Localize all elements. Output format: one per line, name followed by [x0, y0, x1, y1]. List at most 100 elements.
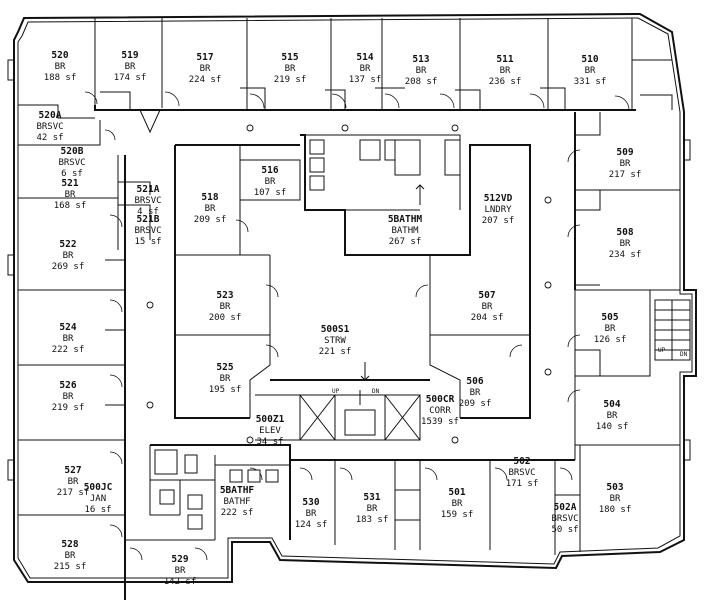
room-501-area: 159 sf	[441, 510, 474, 520]
room-503-area: 180 sf	[599, 505, 632, 515]
room-509-area: 217 sf	[609, 170, 642, 180]
room-518-type: BR	[205, 204, 216, 214]
room-527-area: 217 sf	[57, 488, 90, 498]
room-500s1-area: 221 sf	[319, 347, 352, 357]
room-507-type: BR	[482, 302, 493, 312]
room-525-type: BR	[220, 374, 231, 384]
room-500z1-area: 34 sf	[256, 437, 283, 447]
room-505-num: 505	[601, 312, 618, 323]
room-513-type: BR	[416, 66, 427, 76]
room-514-num: 514	[356, 52, 373, 63]
room-521-area: 168 sf	[54, 201, 87, 211]
room-502-num: 502	[513, 456, 530, 467]
room-512vd-type: LNDRY	[484, 205, 512, 215]
room-510-num: 510	[581, 54, 598, 65]
exterior-walls	[7, 12, 697, 583]
room-526-area: 219 sf	[52, 403, 85, 413]
room-513-area: 208 sf	[405, 77, 438, 87]
room-529-num: 529	[171, 554, 188, 565]
room-503-type: BR	[610, 494, 621, 504]
room-520a-area: 42 sf	[36, 133, 63, 143]
center-stair-dn-label: DN	[372, 388, 380, 395]
room-522-type: BR	[63, 251, 74, 261]
east-stair-dn-label: DN	[680, 351, 688, 358]
bathroom-fixtures	[154, 139, 461, 530]
room-521a-area: 4 sf	[137, 207, 159, 217]
room-527-num: 527	[64, 465, 81, 476]
room-507-area: 204 sf	[471, 313, 504, 323]
room-523-type: BR	[220, 302, 231, 312]
room-520b-type: BRSVC	[58, 158, 85, 168]
columns	[146, 124, 552, 444]
room-518-area: 209 sf	[194, 215, 227, 225]
room-5bathm-area: 267 sf	[389, 237, 422, 247]
room-515-num: 515	[281, 52, 298, 63]
room-530-area: 124 sf	[295, 520, 328, 530]
room-521b-area: 15 sf	[134, 237, 161, 247]
room-500cr-area: 1539 sf	[421, 417, 459, 427]
room-512vd-num: 512VD	[484, 193, 513, 204]
room-500jc-type: JAN	[90, 494, 106, 504]
room-504-type: BR	[607, 411, 618, 421]
room-520b-area: 6 sf	[61, 169, 83, 179]
room-509-type: BR	[620, 159, 631, 169]
room-521b-type: BRSVC	[134, 226, 161, 236]
east-stair-up-label: UP	[658, 347, 666, 354]
room-515-type: BR	[285, 64, 296, 74]
room-506-type: BR	[470, 388, 481, 398]
south-room-walls	[125, 444, 581, 555]
room-503-num: 503	[606, 482, 623, 493]
room-511-type: BR	[500, 66, 511, 76]
room-500jc-num: 500JC	[84, 482, 113, 493]
room-508-num: 508	[616, 227, 633, 238]
central-block-walls	[174, 134, 531, 441]
room-521-type: BR	[65, 190, 76, 200]
room-506-num: 506	[466, 376, 483, 387]
room-519-num: 519	[121, 50, 138, 61]
room-521b-num: 521B	[137, 214, 160, 225]
room-523-num: 523	[216, 290, 233, 301]
room-517-area: 224 sf	[189, 75, 222, 85]
room-520b-num: 520B	[61, 146, 84, 157]
room-525-area: 195 sf	[209, 385, 242, 395]
room-515-area: 219 sf	[274, 75, 307, 85]
room-502-type: BRSVC	[508, 468, 535, 478]
room-500jc-area: 16 sf	[84, 505, 111, 515]
room-524-type: BR	[63, 334, 74, 344]
room-528-num: 528	[61, 539, 78, 550]
room-519-type: BR	[125, 62, 136, 72]
room-500z1-num: 500Z1	[256, 414, 285, 425]
room-5bathf-area: 222 sf	[221, 508, 254, 518]
room-512vd-area: 207 sf	[482, 216, 515, 226]
room-517-num: 517	[196, 52, 213, 63]
room-5bathm-num: 5BATHM	[388, 214, 423, 225]
stair-arrows	[359, 184, 425, 405]
room-502a-area: 50 sf	[551, 525, 578, 535]
room-511-area: 236 sf	[489, 77, 522, 87]
room-509-num: 509	[616, 147, 633, 158]
room-500s1-type: STRW	[324, 336, 346, 346]
room-524-num: 524	[59, 322, 76, 333]
room-516-area: 107 sf	[254, 188, 287, 198]
room-526-type: BR	[63, 392, 74, 402]
elevator-shafts	[299, 394, 421, 441]
room-531-type: BR	[367, 504, 378, 514]
room-508-type: BR	[620, 239, 631, 249]
room-508-area: 234 sf	[609, 250, 642, 260]
room-500cr-type: CORR	[429, 406, 451, 416]
room-530-type: BR	[306, 509, 317, 519]
room-524-area: 222 sf	[52, 345, 85, 355]
room-514-type: BR	[360, 64, 371, 74]
room-500s1-num: 500S1	[321, 324, 350, 335]
room-529-area: 142 sf	[164, 577, 197, 587]
room-502a-num: 502A	[554, 502, 577, 513]
room-505-area: 126 sf	[594, 335, 627, 345]
room-520a-type: BRSVC	[36, 122, 63, 132]
room-5bathf-type: BATHF	[223, 497, 250, 507]
room-519-area: 174 sf	[114, 73, 147, 83]
room-5bathm-type: BATHM	[391, 226, 419, 236]
room-505-type: BR	[605, 324, 616, 334]
room-528-area: 215 sf	[54, 562, 87, 572]
room-501-num: 501	[448, 487, 465, 498]
room-504-area: 140 sf	[596, 422, 629, 432]
